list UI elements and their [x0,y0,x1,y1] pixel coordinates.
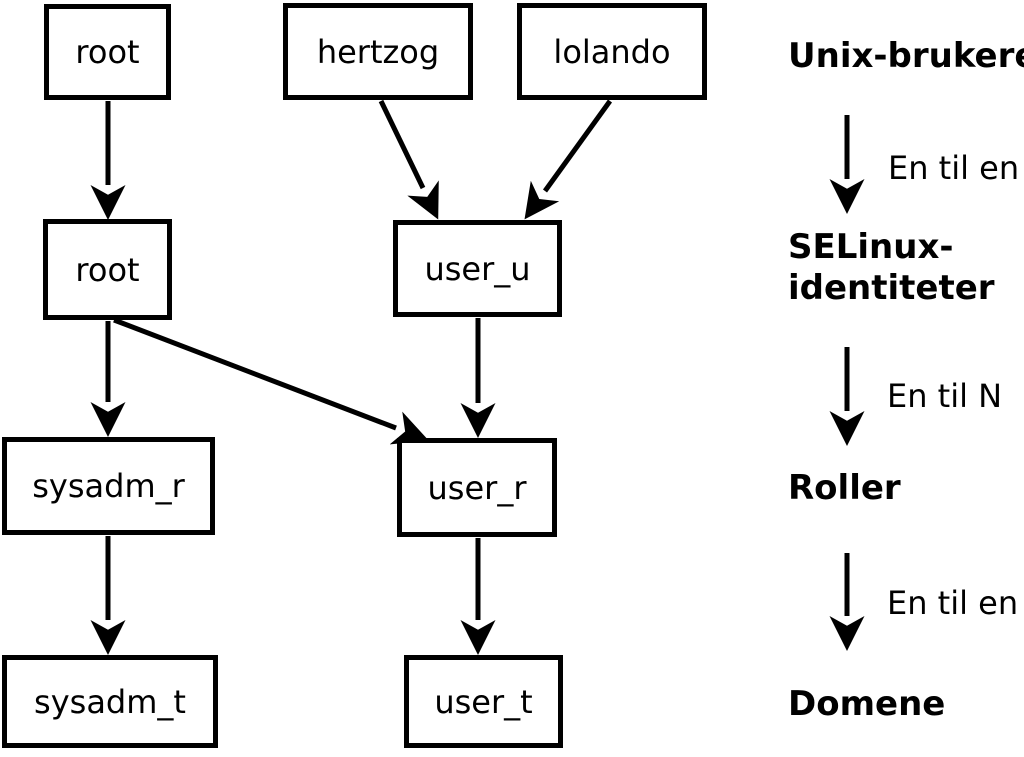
legend-level-domains: Domene [788,684,945,725]
node-domain-user_t: user_t [404,655,563,748]
legend-level-label: Unix-brukere [788,36,1024,76]
node-role-user_r: user_r [397,438,557,537]
legend-level-selinux-identities: SELinux- identiteter [788,227,995,309]
node-label: hertzog [316,32,440,71]
legend-relation-one-to-one-1: En til en [888,149,1020,187]
legend-level-unix-users: Unix-brukere [788,36,1024,77]
legend-level-roles: Roller [788,468,901,509]
legend-relation-one-to-one-2: En til en [887,584,1019,622]
legend-level-label: Domene [788,684,946,724]
node-label: user_r [427,468,527,507]
legend-level-label-line2: identiteter [788,268,995,308]
node-label: lolando [553,32,671,71]
legend-level-label: Roller [788,468,901,508]
edge-lolando-to-user_u [524,99,613,220]
legend-relation-label: En til en [888,149,1020,187]
legend-level-label-line1: SELinux- [788,227,954,267]
node-label: user_u [424,249,531,288]
node-label: user_t [434,682,533,721]
node-role-sysadm_r: sysadm_r [2,437,215,535]
edge-root-to-user_r [113,317,429,445]
legend-relation-label: En til N [887,377,1003,415]
node-unix-user-hertzog: hertzog [283,3,473,100]
node-label: root [75,33,140,71]
node-label: sysadm_r [32,467,185,505]
edge-hertzog-to-user_u [378,99,439,220]
node-unix-user-root: root [44,4,171,100]
node-domain-sysadm_t: sysadm_t [2,655,218,748]
legend-relation-label: En til en [887,584,1019,622]
node-label: root [75,250,140,289]
node-unix-user-lolando: lolando [517,3,707,100]
legend-relation-one-to-n: En til N [887,377,1003,415]
node-selinux-identity-user_u: user_u [393,220,562,317]
node-selinux-identity-root: root [43,219,172,320]
node-label: sysadm_t [34,682,186,721]
